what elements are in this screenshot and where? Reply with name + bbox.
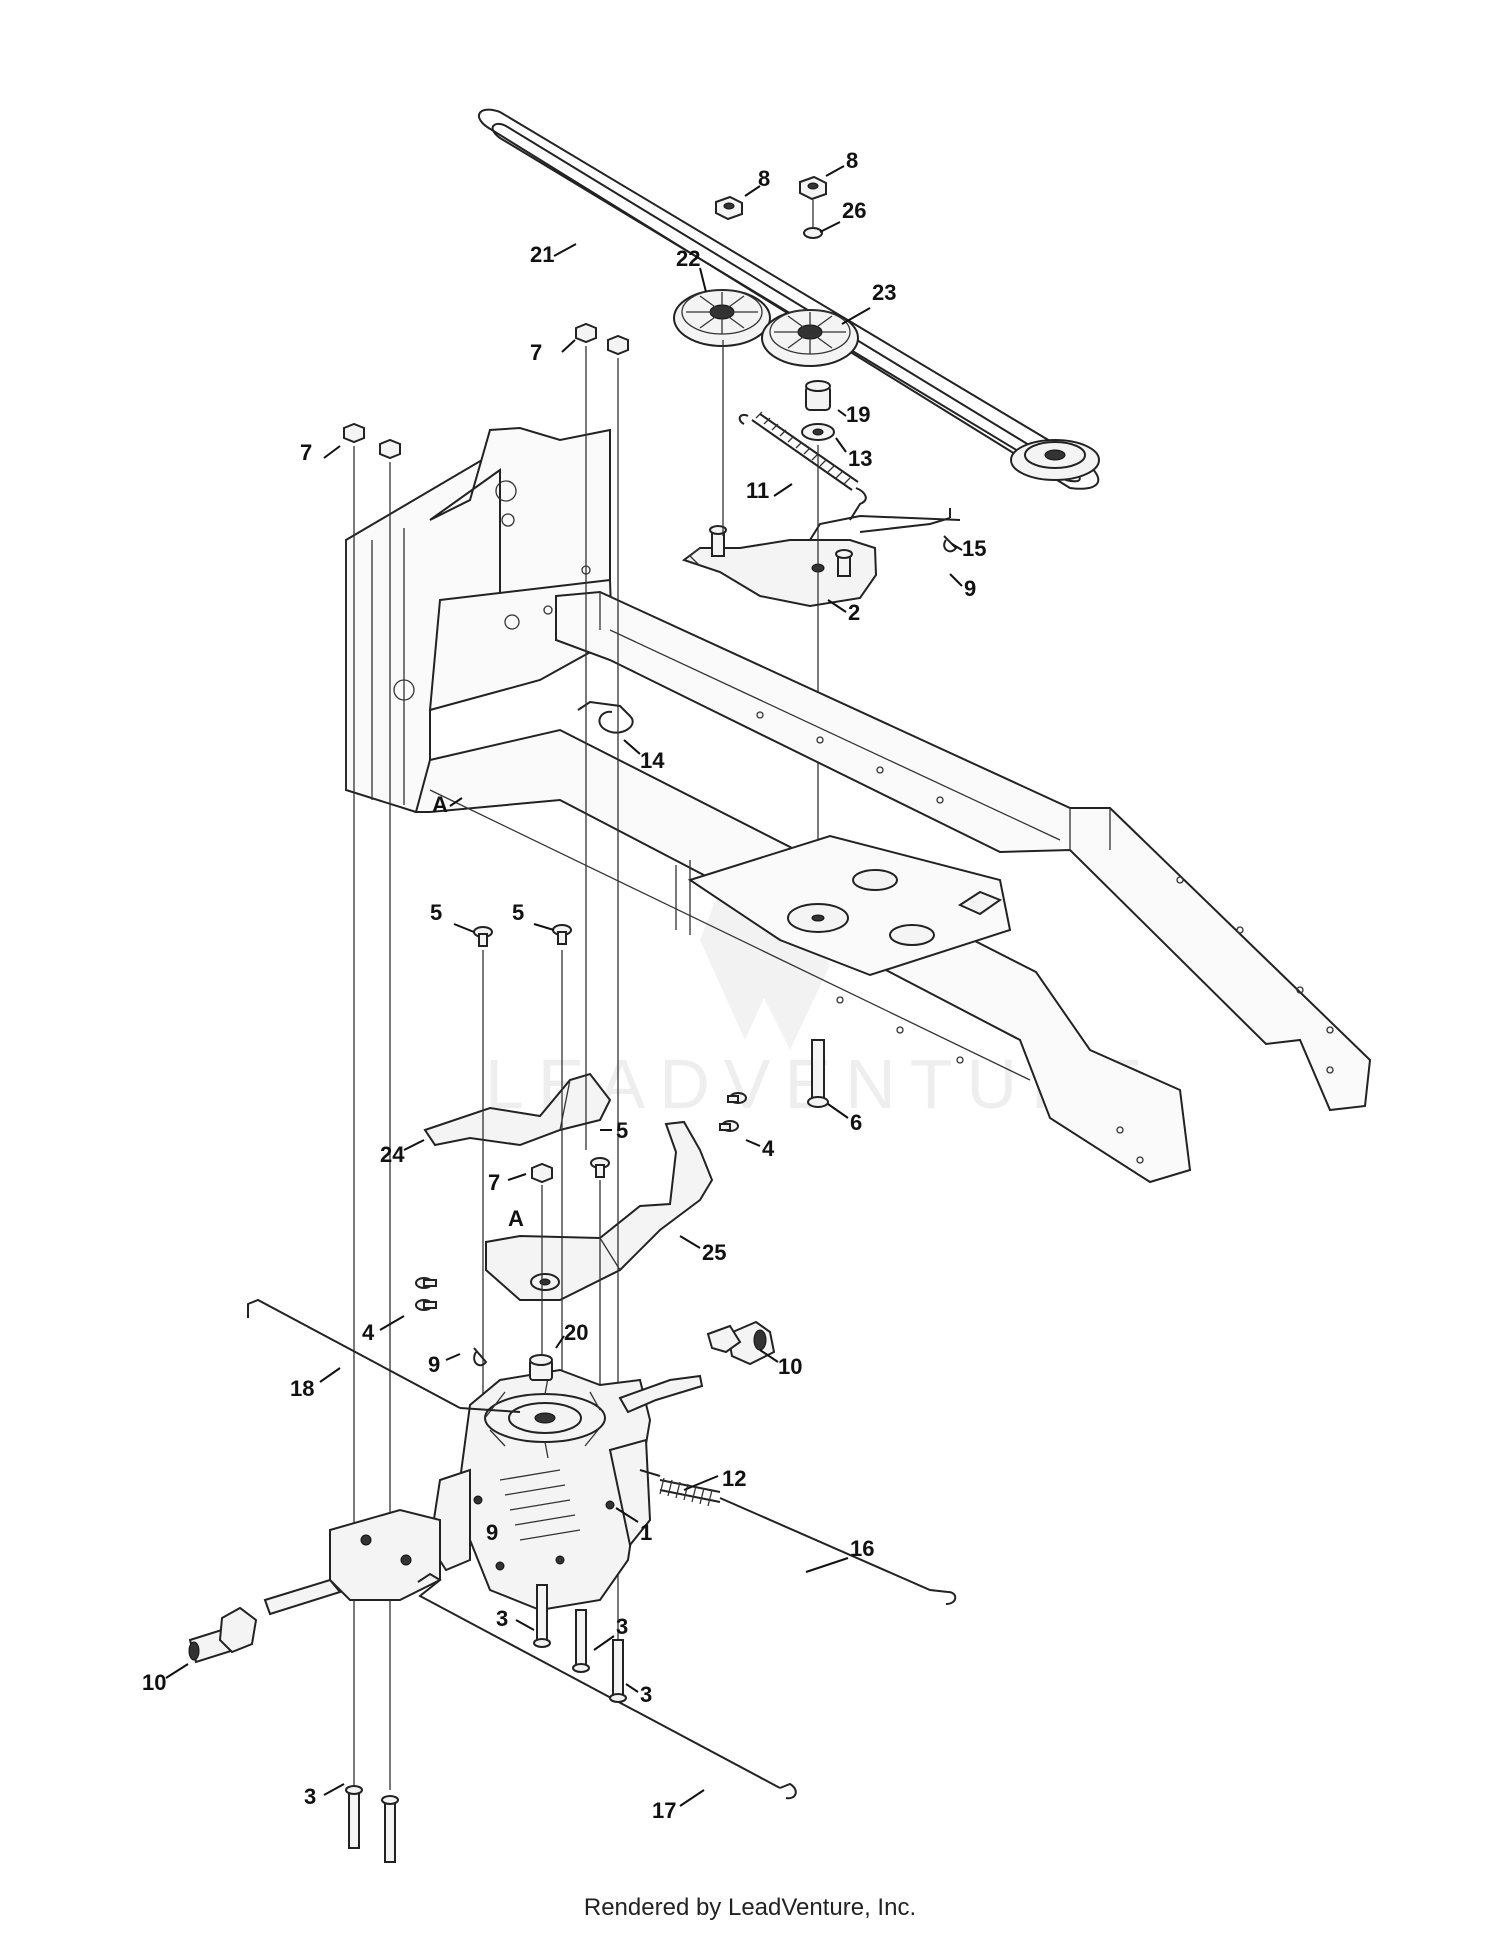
transaxle-1 bbox=[263, 1368, 704, 1616]
bolt-5a bbox=[473, 926, 493, 947]
callout-labels: 8 8 26 21 22 23 7 7 19 13 11 15 9 2 14 A… bbox=[142, 148, 986, 1823]
callout-4-right: 4 bbox=[762, 1136, 775, 1161]
callout-9-mid: 9 bbox=[428, 1352, 440, 1377]
callout-ref-A-frame: A bbox=[432, 792, 448, 817]
hex-nut-7e bbox=[531, 1162, 553, 1184]
callout-4-left: 4 bbox=[362, 1320, 375, 1345]
rod-18 bbox=[247, 1298, 521, 1413]
callout-6: 6 bbox=[850, 1110, 862, 1135]
callout-7-lower: 7 bbox=[488, 1170, 500, 1195]
callout-1: 1 bbox=[640, 1520, 652, 1545]
bolt-4b bbox=[719, 1120, 739, 1132]
spring-12 bbox=[639, 1469, 721, 1507]
hex-nut-8a bbox=[715, 195, 743, 221]
callout-12: 12 bbox=[722, 1466, 746, 1491]
rod-15 bbox=[859, 508, 951, 533]
bolt-3d bbox=[345, 1785, 363, 1849]
callout-8-left: 8 bbox=[758, 166, 770, 191]
wheel-hub-10-left bbox=[188, 1606, 258, 1664]
spacer-19 bbox=[805, 380, 831, 411]
washer-26 bbox=[803, 227, 823, 239]
pin-6 bbox=[807, 1039, 829, 1108]
callout-20: 20 bbox=[564, 1320, 588, 1345]
spacer-20 bbox=[529, 1354, 553, 1381]
main-frame-rails bbox=[414, 590, 1372, 1184]
callout-22: 22 bbox=[676, 246, 700, 271]
leader-lines bbox=[165, 165, 963, 1807]
bolt-3b bbox=[572, 1609, 590, 1673]
rod-17 bbox=[417, 1572, 797, 1800]
drive-belt bbox=[478, 108, 1100, 490]
callout-3-a: 3 bbox=[496, 1606, 508, 1631]
callout-8-right: 8 bbox=[846, 148, 858, 173]
callout-5-left: 5 bbox=[430, 900, 442, 925]
callout-15: 15 bbox=[962, 536, 986, 561]
callout-ref-A-bracket: A bbox=[508, 1206, 524, 1231]
bolt-5b bbox=[552, 924, 572, 945]
idler-bracket-2 bbox=[681, 514, 961, 608]
callout-7-left: 7 bbox=[300, 440, 312, 465]
bolt-3c bbox=[609, 1639, 627, 1703]
callout-17: 17 bbox=[652, 1798, 676, 1823]
bolt-3a bbox=[533, 1584, 551, 1648]
idler-pulley-23 bbox=[761, 309, 859, 367]
bolt-4a bbox=[727, 1092, 747, 1104]
callout-7-upper: 7 bbox=[530, 340, 542, 365]
callout-16: 16 bbox=[850, 1536, 874, 1561]
cotter-pin-9-upper bbox=[943, 535, 958, 553]
callout-3-b: 3 bbox=[616, 1614, 628, 1639]
wheel-hub-10-right bbox=[706, 1320, 776, 1366]
callout-5-lower: 5 bbox=[616, 1118, 628, 1143]
callout-14: 14 bbox=[640, 748, 665, 773]
callout-2: 2 bbox=[848, 600, 860, 625]
engine-pulley bbox=[1010, 439, 1100, 481]
bolt-3e bbox=[381, 1795, 399, 1863]
callout-18: 18 bbox=[290, 1376, 314, 1401]
idler-pulley-22 bbox=[673, 289, 771, 347]
callout-13: 13 bbox=[848, 446, 872, 471]
footer-credit: Rendered by LeadVenture, Inc. bbox=[583, 1894, 917, 1921]
hex-nut-7a bbox=[575, 322, 597, 344]
callout-5-mid: 5 bbox=[512, 900, 524, 925]
bolt-4c bbox=[415, 1277, 437, 1289]
bolt-5c bbox=[590, 1157, 610, 1178]
callout-10-left: 10 bbox=[142, 1670, 166, 1695]
cotter-pin-9-mid bbox=[473, 1347, 488, 1367]
washer-13 bbox=[801, 423, 835, 441]
callout-10-right: 10 bbox=[778, 1354, 802, 1379]
callout-23: 23 bbox=[872, 280, 896, 305]
callout-3-c: 3 bbox=[640, 1682, 652, 1707]
callout-9-lower: 9 bbox=[486, 1520, 498, 1545]
callout-24: 24 bbox=[380, 1142, 405, 1167]
callout-26: 26 bbox=[842, 198, 866, 223]
callout-25: 25 bbox=[702, 1240, 726, 1265]
tension-spring-11 bbox=[738, 411, 867, 521]
hex-nut-8b bbox=[799, 175, 827, 201]
callout-11: 11 bbox=[746, 478, 769, 503]
callout-3-d: 3 bbox=[304, 1784, 316, 1809]
callout-21: 21 bbox=[530, 242, 554, 267]
callout-9-upper: 9 bbox=[964, 576, 976, 601]
hex-nut-7d bbox=[379, 438, 401, 460]
hex-nut-7c bbox=[343, 422, 365, 444]
callout-19: 19 bbox=[846, 402, 870, 427]
bolt-4d bbox=[415, 1299, 437, 1311]
hook-14 bbox=[577, 700, 634, 734]
hex-nut-7b bbox=[607, 334, 629, 356]
rod-16 bbox=[719, 1497, 957, 1605]
